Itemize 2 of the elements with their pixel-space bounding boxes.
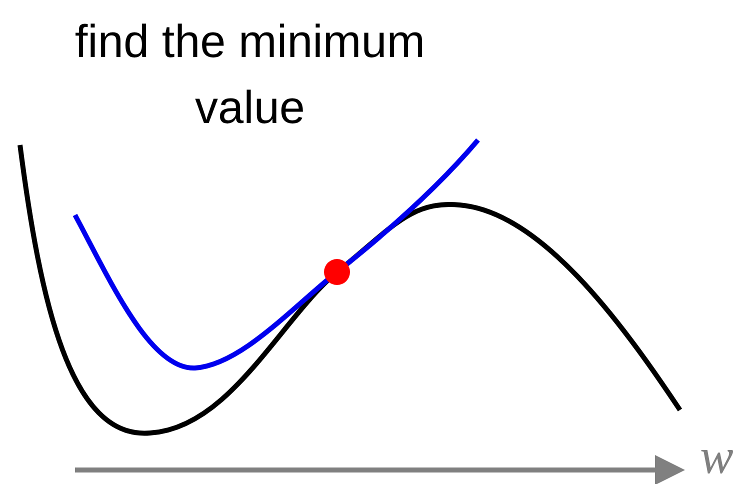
- axis-label: w: [700, 428, 734, 484]
- annotation-text: find the minimum value: [74, 14, 426, 135]
